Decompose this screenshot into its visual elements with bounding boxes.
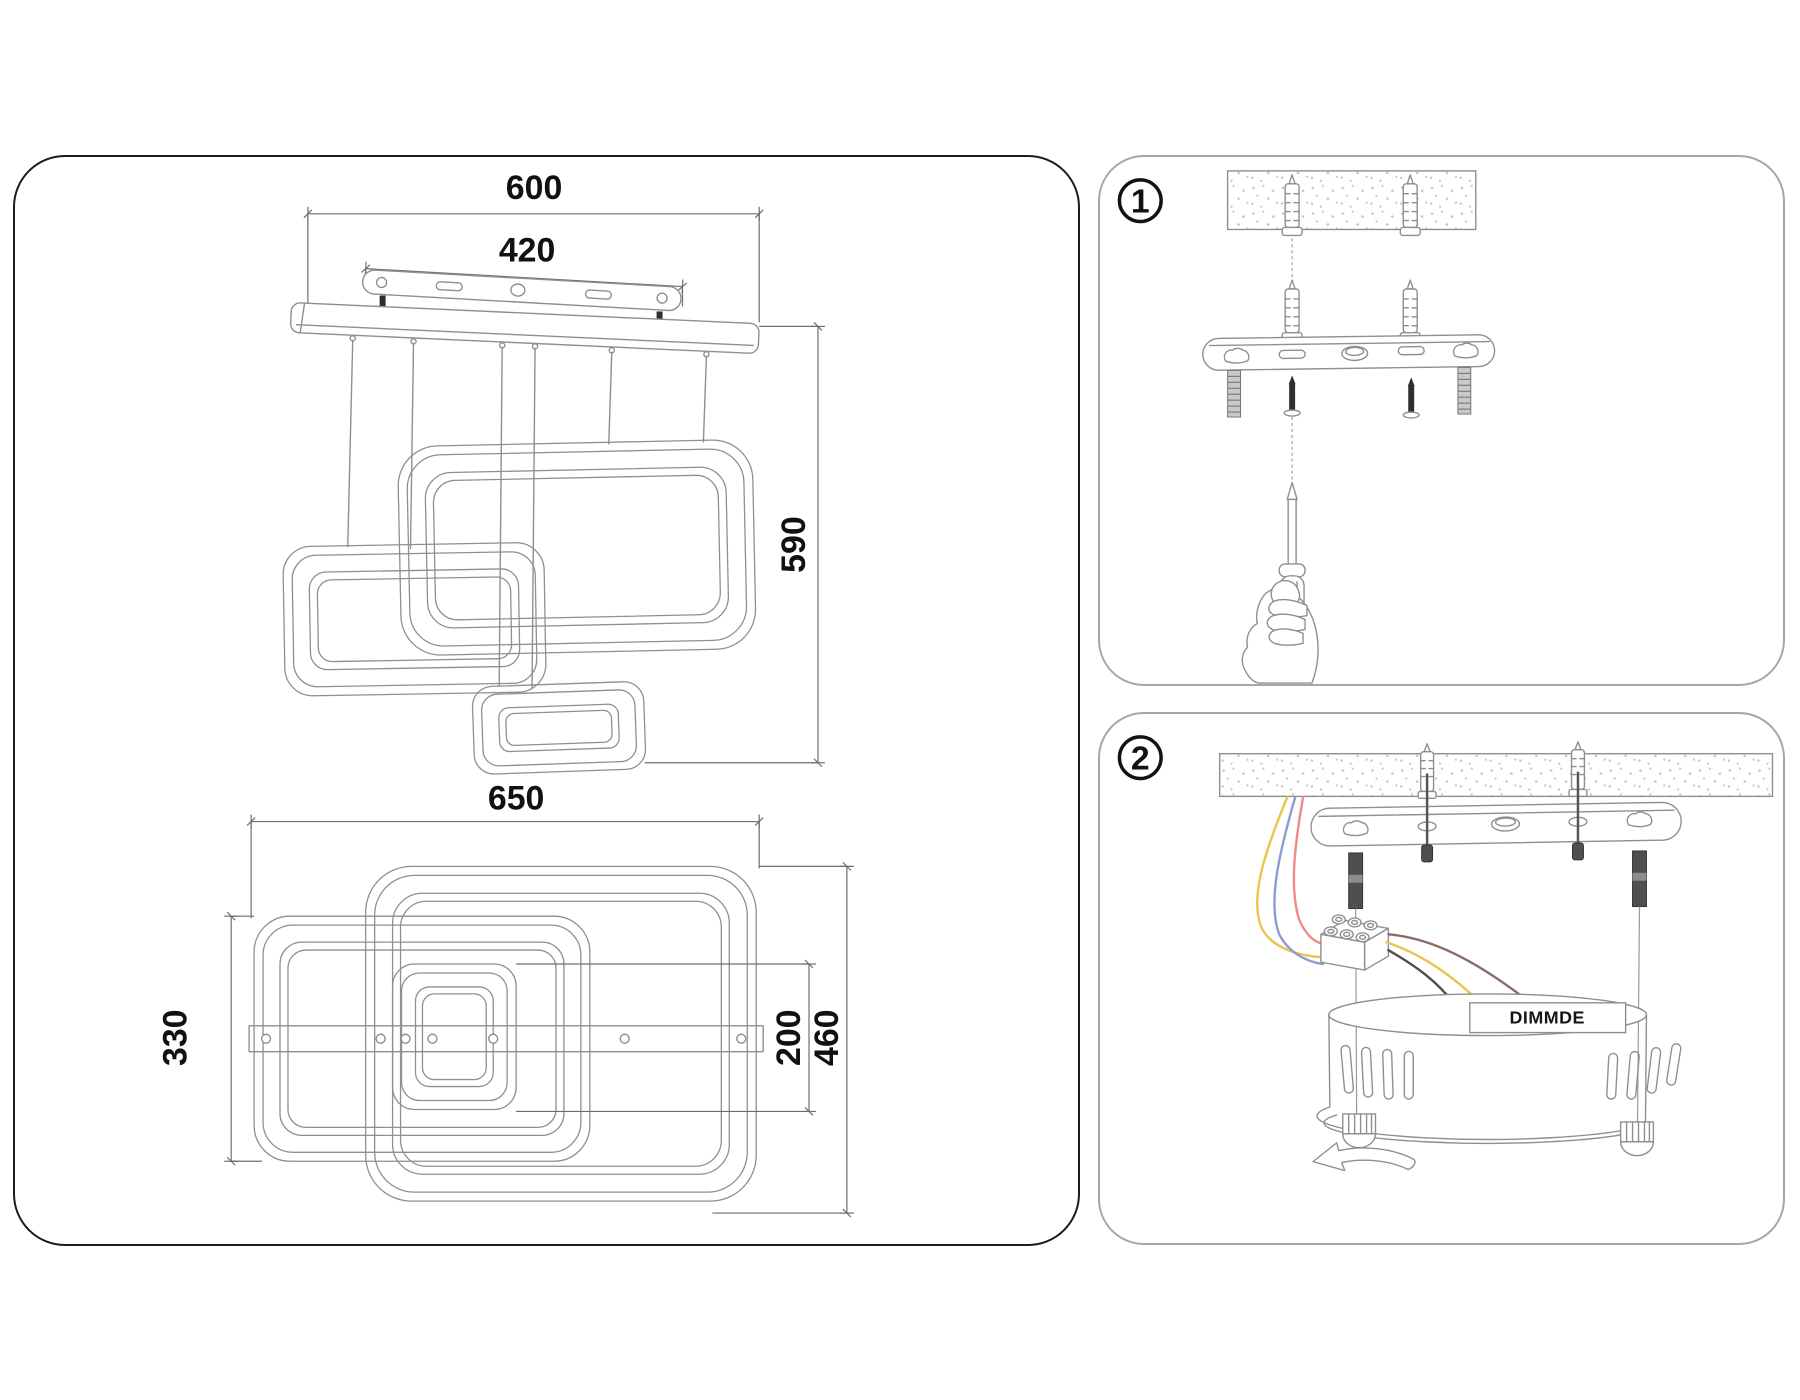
rotate-arrow-icon xyxy=(1312,1142,1416,1172)
driver-label: DIMMDE xyxy=(1509,1008,1584,1028)
ceiling-step2 xyxy=(1218,753,1774,798)
dim-590: 590 xyxy=(644,321,826,768)
suspension-wires xyxy=(347,339,708,689)
ceiling-step1 xyxy=(1226,170,1477,231)
dim-650-label: 650 xyxy=(488,780,545,818)
cable-grip-left xyxy=(1342,1113,1377,1149)
mounting-bracket-step1 xyxy=(1202,334,1496,371)
dim-460-label: 460 xyxy=(808,1009,846,1065)
dim-460: 460 xyxy=(712,861,855,1218)
wall-plug-right xyxy=(1399,279,1421,342)
mounting-bracket-step2 xyxy=(1310,801,1682,847)
cable-grip-right xyxy=(1619,1121,1655,1157)
step2-number: 2 xyxy=(1131,740,1150,778)
vent-slots-left xyxy=(1340,1044,1414,1100)
dim-200-label: 200 xyxy=(770,1009,808,1065)
step1-number: 1 xyxy=(1131,183,1150,221)
hand-illustration xyxy=(1241,579,1319,684)
fixing-screw-right xyxy=(1572,771,1584,861)
screw-right xyxy=(1402,376,1420,419)
step1-drawing: 1 xyxy=(1117,170,1496,684)
mounting-bracket-side xyxy=(361,269,682,312)
dim-420: 420 xyxy=(360,232,688,307)
dim-600: 600 xyxy=(303,169,764,323)
dim-650: 650 xyxy=(246,780,764,919)
ring-medium-plan xyxy=(253,915,591,1162)
ring-medium-side xyxy=(282,542,547,697)
dim-200: 200 xyxy=(516,959,817,1117)
vent-slots-right xyxy=(1606,1043,1682,1100)
step1-panel: 1 xyxy=(1098,155,1785,686)
threaded-rod-left xyxy=(1227,369,1242,418)
wall-plug-left xyxy=(1281,279,1303,342)
dim-330: 330 xyxy=(156,911,263,1166)
dim-330-label: 330 xyxy=(156,1009,194,1065)
mounting-bar-plan xyxy=(248,1025,764,1053)
dimensions-panel: 600 420 xyxy=(13,155,1080,1246)
dim-600-label: 600 xyxy=(506,169,562,207)
ring-large-side xyxy=(397,439,757,656)
dimension-drawing: 600 420 xyxy=(156,169,855,1218)
dim-420-label: 420 xyxy=(499,232,555,270)
driver-label-box xyxy=(1469,1002,1627,1034)
step2-badge: 2 xyxy=(1117,735,1163,781)
fixing-screw-left xyxy=(1421,773,1434,863)
canopy-bar xyxy=(289,302,760,354)
suspension-rod-right xyxy=(1632,850,1647,1123)
mains-wires xyxy=(1255,796,1325,966)
screw-left xyxy=(1283,374,1301,417)
ring-large-plan xyxy=(365,865,757,1202)
step1-badge: 1 xyxy=(1117,178,1163,224)
step2-panel: 2 xyxy=(1098,712,1785,1245)
suspension-rod-left xyxy=(1348,852,1364,1115)
step2-drawing: 2 xyxy=(1117,735,1774,1172)
driver-canopy: DIMMDE xyxy=(1316,993,1682,1145)
dim-590-label: 590 xyxy=(775,516,813,572)
threaded-rod-right xyxy=(1457,366,1472,415)
terminal-block xyxy=(1320,914,1390,971)
ring-small-side xyxy=(471,681,647,775)
